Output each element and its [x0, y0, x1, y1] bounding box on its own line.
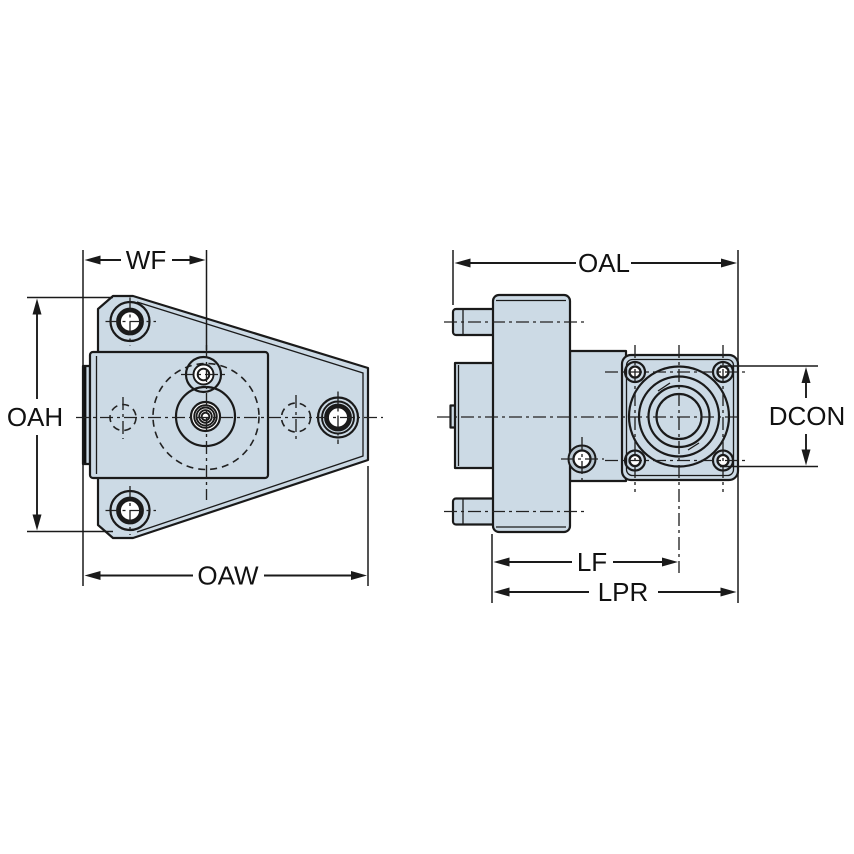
- side-centerlines: [437, 321, 745, 573]
- dimension-oal: OAL: [452, 248, 739, 603]
- coupling-notch-bottom-right: [687, 442, 700, 451]
- lpr-arrow-right: [720, 587, 737, 597]
- front-center-hub: [174, 385, 237, 448]
- dimension-dcon: DCON: [720, 365, 846, 468]
- oal-arrow-right: [721, 258, 737, 268]
- lpr-label: LPR: [598, 577, 649, 607]
- dcon-arrow-top: [801, 367, 811, 383]
- wf-arrow-right: [189, 255, 206, 265]
- coupling-notch-top-left: [657, 382, 671, 392]
- dimension-oah: OAH: [7, 296, 113, 533]
- front-hub-ring-1: [189, 400, 222, 433]
- dimension-lf: LF: [491, 534, 678, 603]
- oah-label: OAH: [7, 402, 63, 432]
- oaw-arrow-right: [351, 571, 367, 580]
- dimension-oaw: OAW: [84, 466, 369, 591]
- oah-arrow-bottom: [32, 514, 42, 531]
- front-hub-ring-5: [200, 411, 211, 422]
- front-bolt-circle-dashed: [152, 362, 260, 471]
- front-centerlines: [76, 297, 383, 535]
- dcon-label: DCON: [769, 401, 846, 431]
- lf-arrow-left: [493, 557, 510, 567]
- front-hub-ring-3: [195, 406, 216, 427]
- oaw-label: OAW: [197, 561, 259, 591]
- dimension-lpr: LPR: [493, 577, 737, 607]
- oah-arrow-top: [32, 298, 42, 315]
- oal-label: OAL: [578, 248, 630, 278]
- front-hub-ring-2: [193, 404, 218, 429]
- dcon-arrow-bottom: [801, 449, 811, 466]
- dimension-wf: WF: [82, 245, 208, 586]
- front-hub-ring-4: [198, 409, 213, 424]
- side-body: [491, 293, 572, 534]
- lf-arrow-right: [662, 557, 678, 567]
- oaw-arrow-left: [84, 571, 101, 580]
- lpr-arrow-left: [493, 587, 510, 597]
- side-view: OAL DCON LF LPR: [437, 248, 845, 607]
- wf-label: WF: [126, 245, 166, 275]
- oal-arrow-left: [454, 258, 471, 268]
- side-left-block: [453, 361, 497, 470]
- lf-label: LF: [577, 547, 607, 577]
- wf-arrow-left: [84, 255, 101, 265]
- front-view: WF OAH OAW: [7, 245, 383, 591]
- front-plate-chamfer-line: [136, 301, 364, 533]
